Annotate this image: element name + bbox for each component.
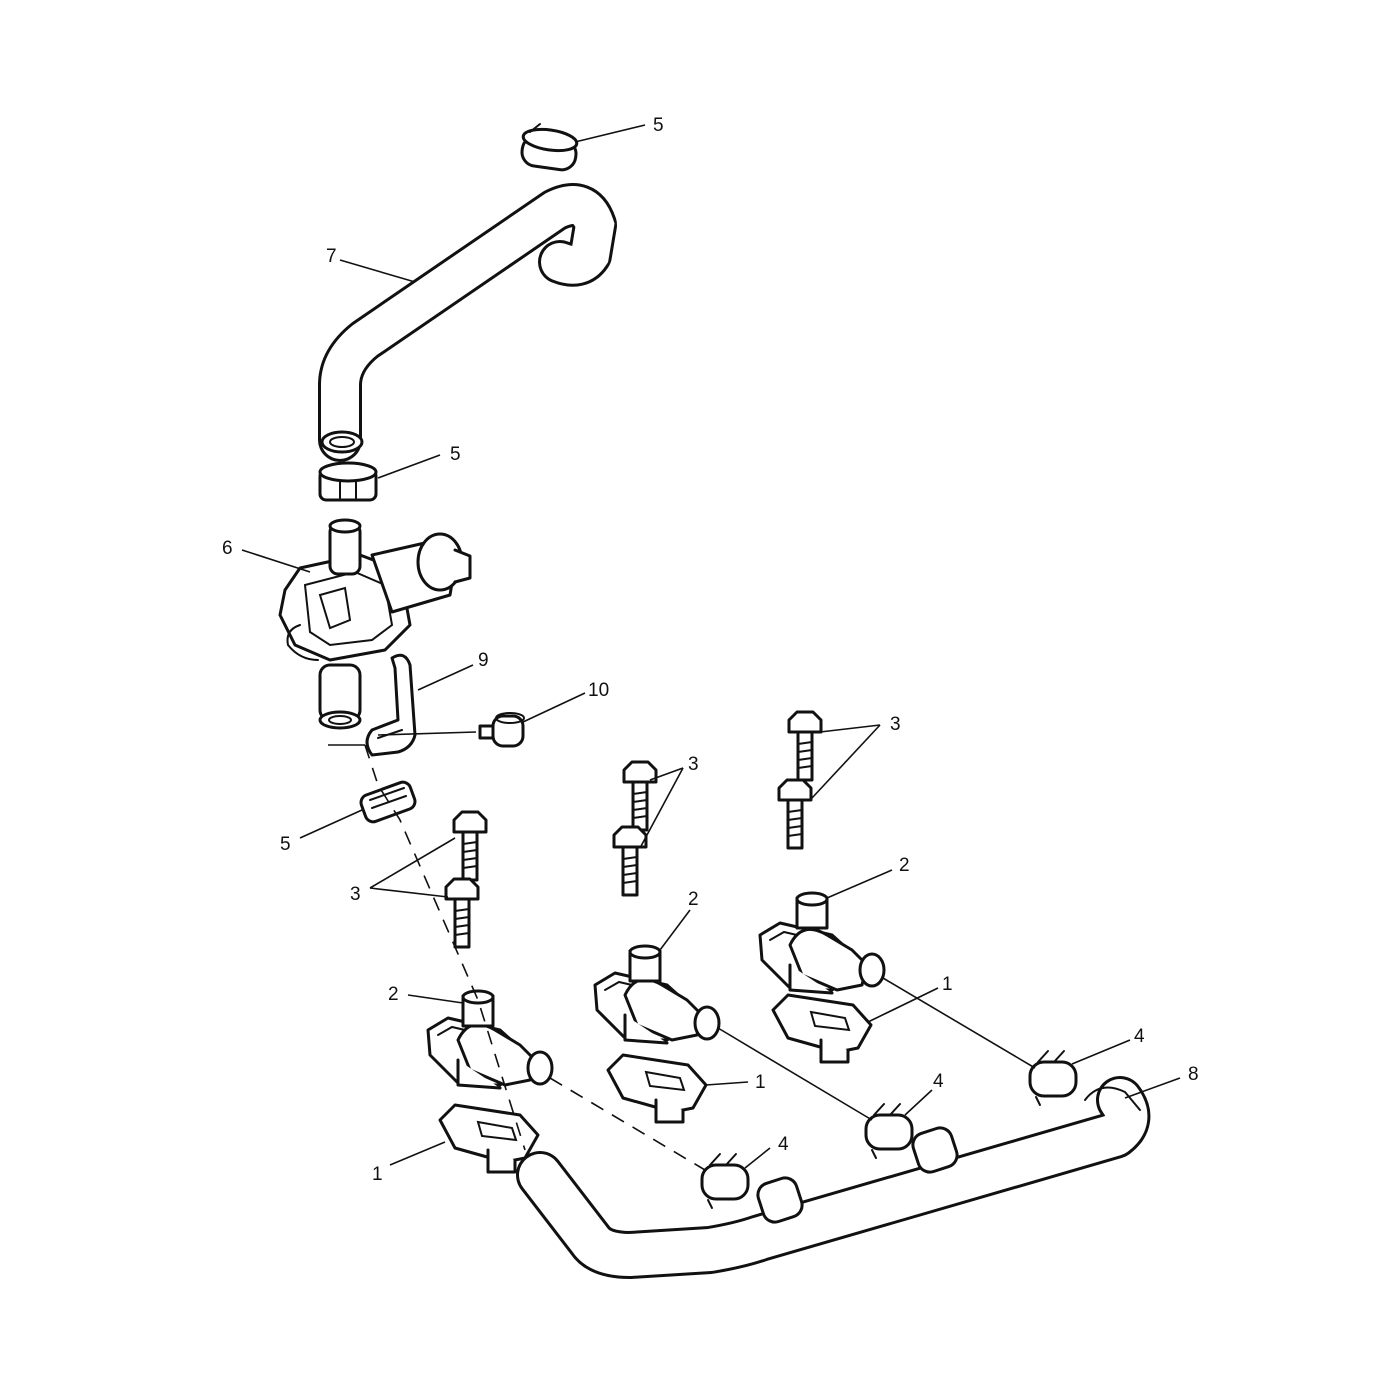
callout-9: 9	[478, 650, 489, 671]
hose-lower[interactable]	[516, 1076, 1151, 1279]
callout-2-middle: 2	[688, 889, 699, 910]
hose-upper[interactable]	[318, 183, 617, 462]
callouts: 5 5 5 7 6 9 10 3 3 3 2 2 2 1 1 1 4 4 4 8	[222, 115, 1199, 1185]
callout-3-right: 3	[890, 714, 901, 735]
callout-5-lower: 5	[280, 834, 291, 855]
callout-4-left: 4	[778, 1134, 789, 1155]
bolts-group-middle[interactable]	[612, 760, 658, 897]
connection-lines	[328, 744, 1036, 1171]
fitting-left[interactable]	[426, 989, 554, 1090]
clamp-hose-middle[interactable]	[864, 1103, 914, 1159]
callout-5-top: 5	[653, 115, 664, 136]
air-valve[interactable]	[278, 518, 472, 730]
callout-4-right: 4	[1134, 1026, 1145, 1047]
clamp-middle[interactable]	[318, 461, 378, 502]
callout-5-middle: 5	[450, 444, 461, 465]
gasket-left[interactable]	[438, 1103, 540, 1174]
callout-1-left: 1	[372, 1164, 383, 1185]
callout-2-left: 2	[388, 984, 399, 1005]
callout-2-right: 2	[899, 855, 910, 876]
clamp-hose-left[interactable]	[700, 1153, 750, 1209]
fitting-right[interactable]	[758, 891, 886, 995]
gasket-middle[interactable]	[606, 1053, 708, 1124]
clamp-hose-right[interactable]	[1028, 1050, 1078, 1106]
callout-3-middle: 3	[688, 754, 699, 775]
callout-6: 6	[222, 538, 233, 559]
bolts-group-left[interactable]	[444, 810, 488, 949]
leader-lines	[241, 124, 1181, 1169]
callout-4-middle: 4	[933, 1071, 944, 1092]
bolt-10[interactable]	[478, 712, 525, 748]
bolts-group-right[interactable]	[777, 710, 823, 850]
fitting-middle[interactable]	[593, 944, 721, 1045]
callout-3-left: 3	[350, 884, 361, 905]
bracket[interactable]	[365, 653, 417, 757]
callout-1-right: 1	[942, 974, 953, 995]
callout-10: 10	[588, 680, 609, 701]
clamp-top[interactable]	[520, 123, 579, 172]
gasket-right[interactable]	[771, 993, 873, 1064]
callout-7: 7	[326, 246, 337, 267]
callout-1-middle: 1	[755, 1072, 766, 1093]
callout-8: 8	[1188, 1064, 1199, 1085]
